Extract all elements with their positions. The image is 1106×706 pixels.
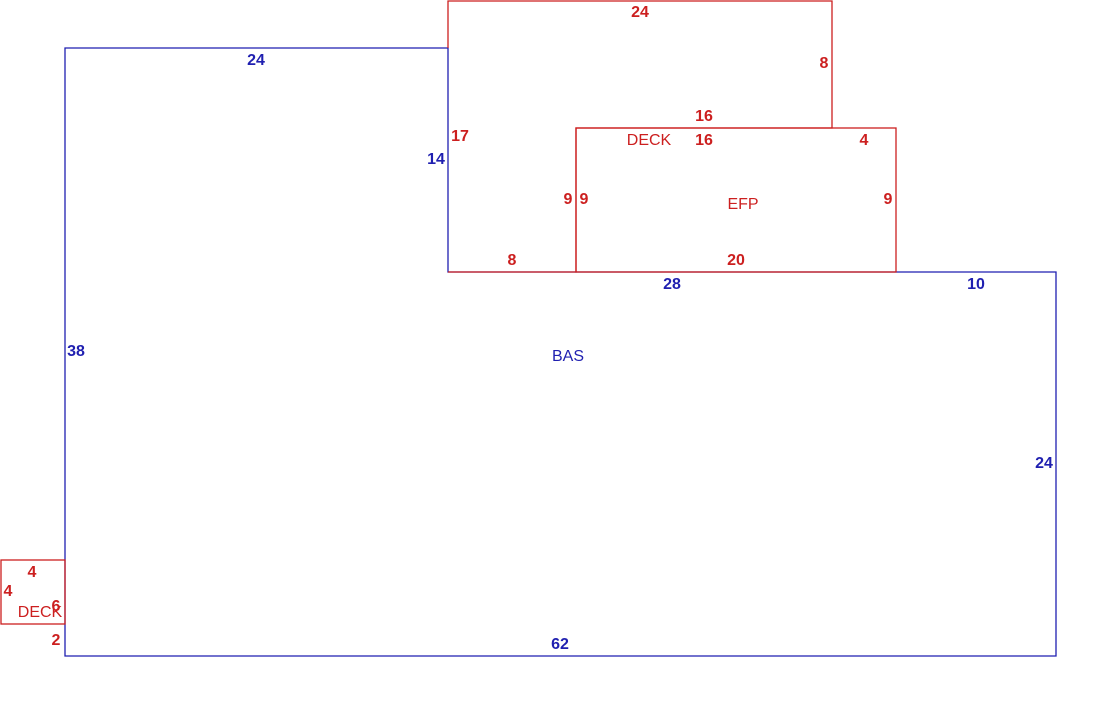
dim-bas-right: 24 (1035, 455, 1053, 472)
dim-deck-top-inner-vertical: 9 (564, 191, 573, 208)
dim-bas-inner-top: 28 (663, 276, 681, 293)
dim-deck-top-top: 24 (631, 4, 649, 21)
efp-outline (575, 127, 897, 273)
area-label-bas: BAS (552, 348, 584, 365)
dim-efp-left: 9 (580, 191, 589, 208)
dim-bas-top: 24 (247, 52, 265, 69)
dim-efp-bottom: 20 (727, 252, 745, 269)
area-label-deck-left: DECK (18, 604, 63, 621)
dim-deck-left-top: 4 (28, 564, 37, 581)
dim-deck-top-inner-top: 16 (695, 108, 713, 125)
dim-deck-left-bottom: 2 (52, 632, 61, 649)
dim-deck-top-right: 8 (820, 55, 829, 72)
dim-deck-left-left: 4 (4, 583, 13, 600)
area-label-deck-top: DECK (627, 132, 672, 149)
dim-efp-top-right: 4 (860, 132, 869, 149)
dim-deck-top-left: 17 (451, 128, 469, 145)
dim-efp-right: 9 (884, 191, 893, 208)
deck-left-outline (0, 559, 66, 625)
dim-deck-top-bottom: 8 (508, 252, 517, 269)
dim-bas-left: 38 (67, 343, 85, 360)
dim-efp-top: 16 (695, 132, 713, 149)
dim-bas-step-top: 10 (967, 276, 985, 293)
dim-bas-inner-vertical: 14 (427, 151, 445, 168)
area-label-efp: EFP (727, 196, 758, 213)
dim-deck-left-right: 6 (52, 598, 61, 615)
dim-bas-bottom: 62 (551, 636, 569, 653)
